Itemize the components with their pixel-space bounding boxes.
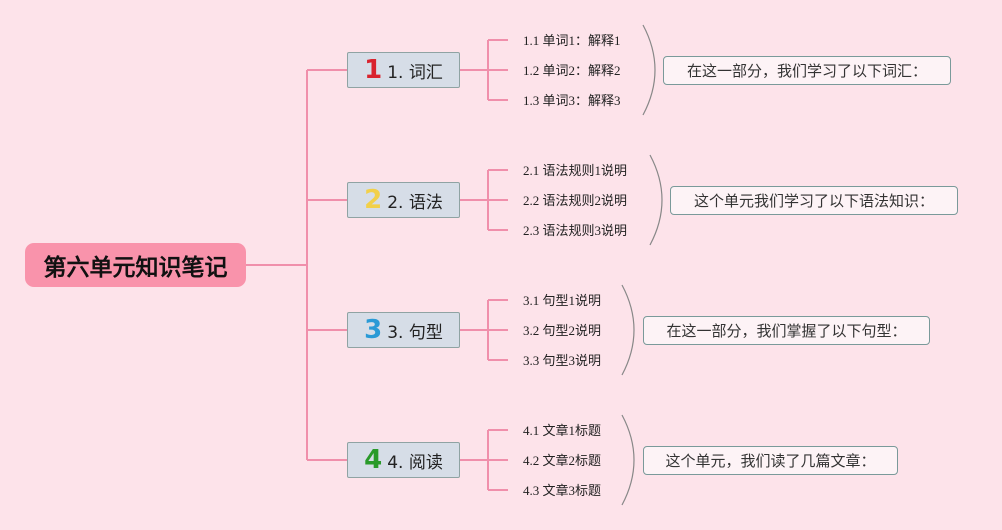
- sub-item[interactable]: 4.2 文章2标题: [523, 453, 602, 468]
- summary-reading[interactable]: 这个单元，我们读了几篇文章：: [643, 446, 898, 475]
- branch-label: 3. 句型: [387, 322, 443, 343]
- summary-vocabulary[interactable]: 在这一部分，我们学习了以下词汇：: [663, 56, 951, 85]
- branch-label: 4. 阅读: [387, 452, 443, 473]
- branch-label: 2. 语法: [387, 192, 443, 213]
- summary-bracket: [642, 24, 656, 116]
- sub-connector: [458, 39, 508, 101]
- sub-connector: [458, 299, 508, 361]
- sub-item[interactable]: 3.1 句型1说明: [523, 293, 602, 308]
- sub-item[interactable]: 3.3 句型3说明: [523, 353, 602, 368]
- number-4-icon: 4: [364, 445, 383, 475]
- branch-label: 1. 词汇: [387, 62, 443, 83]
- sub-item[interactable]: 1.2 单词2：解释2: [523, 63, 621, 78]
- sub-item[interactable]: 2.1 语法规则1说明: [523, 163, 628, 178]
- sub-item[interactable]: 1.3 单词3：解释3: [523, 93, 621, 108]
- root-node[interactable]: 第六单元知识笔记: [25, 243, 246, 287]
- sub-item[interactable]: 2.2 语法规则2说明: [523, 193, 628, 208]
- sub-item[interactable]: 4.3 文章3标题: [523, 483, 602, 498]
- sub-connector: [458, 169, 508, 231]
- sub-item[interactable]: 3.2 句型2说明: [523, 323, 602, 338]
- summary-bracket: [621, 284, 635, 376]
- sub-item[interactable]: 4.1 文章1标题: [523, 423, 602, 438]
- sub-connector: [458, 429, 508, 491]
- sub-item[interactable]: 2.3 语法规则3说明: [523, 223, 628, 238]
- summary-grammar[interactable]: 这个单元我们学习了以下语法知识：: [670, 186, 958, 215]
- sub-item[interactable]: 1.1 单词1：解释1: [523, 33, 621, 48]
- summary-bracket: [649, 154, 663, 246]
- summary-bracket: [621, 414, 635, 506]
- number-1-icon: 1: [364, 55, 383, 85]
- summary-sentence-patterns[interactable]: 在这一部分，我们掌握了以下句型：: [643, 316, 930, 345]
- number-2-icon: 2: [364, 185, 383, 215]
- number-3-icon: 3: [364, 315, 383, 345]
